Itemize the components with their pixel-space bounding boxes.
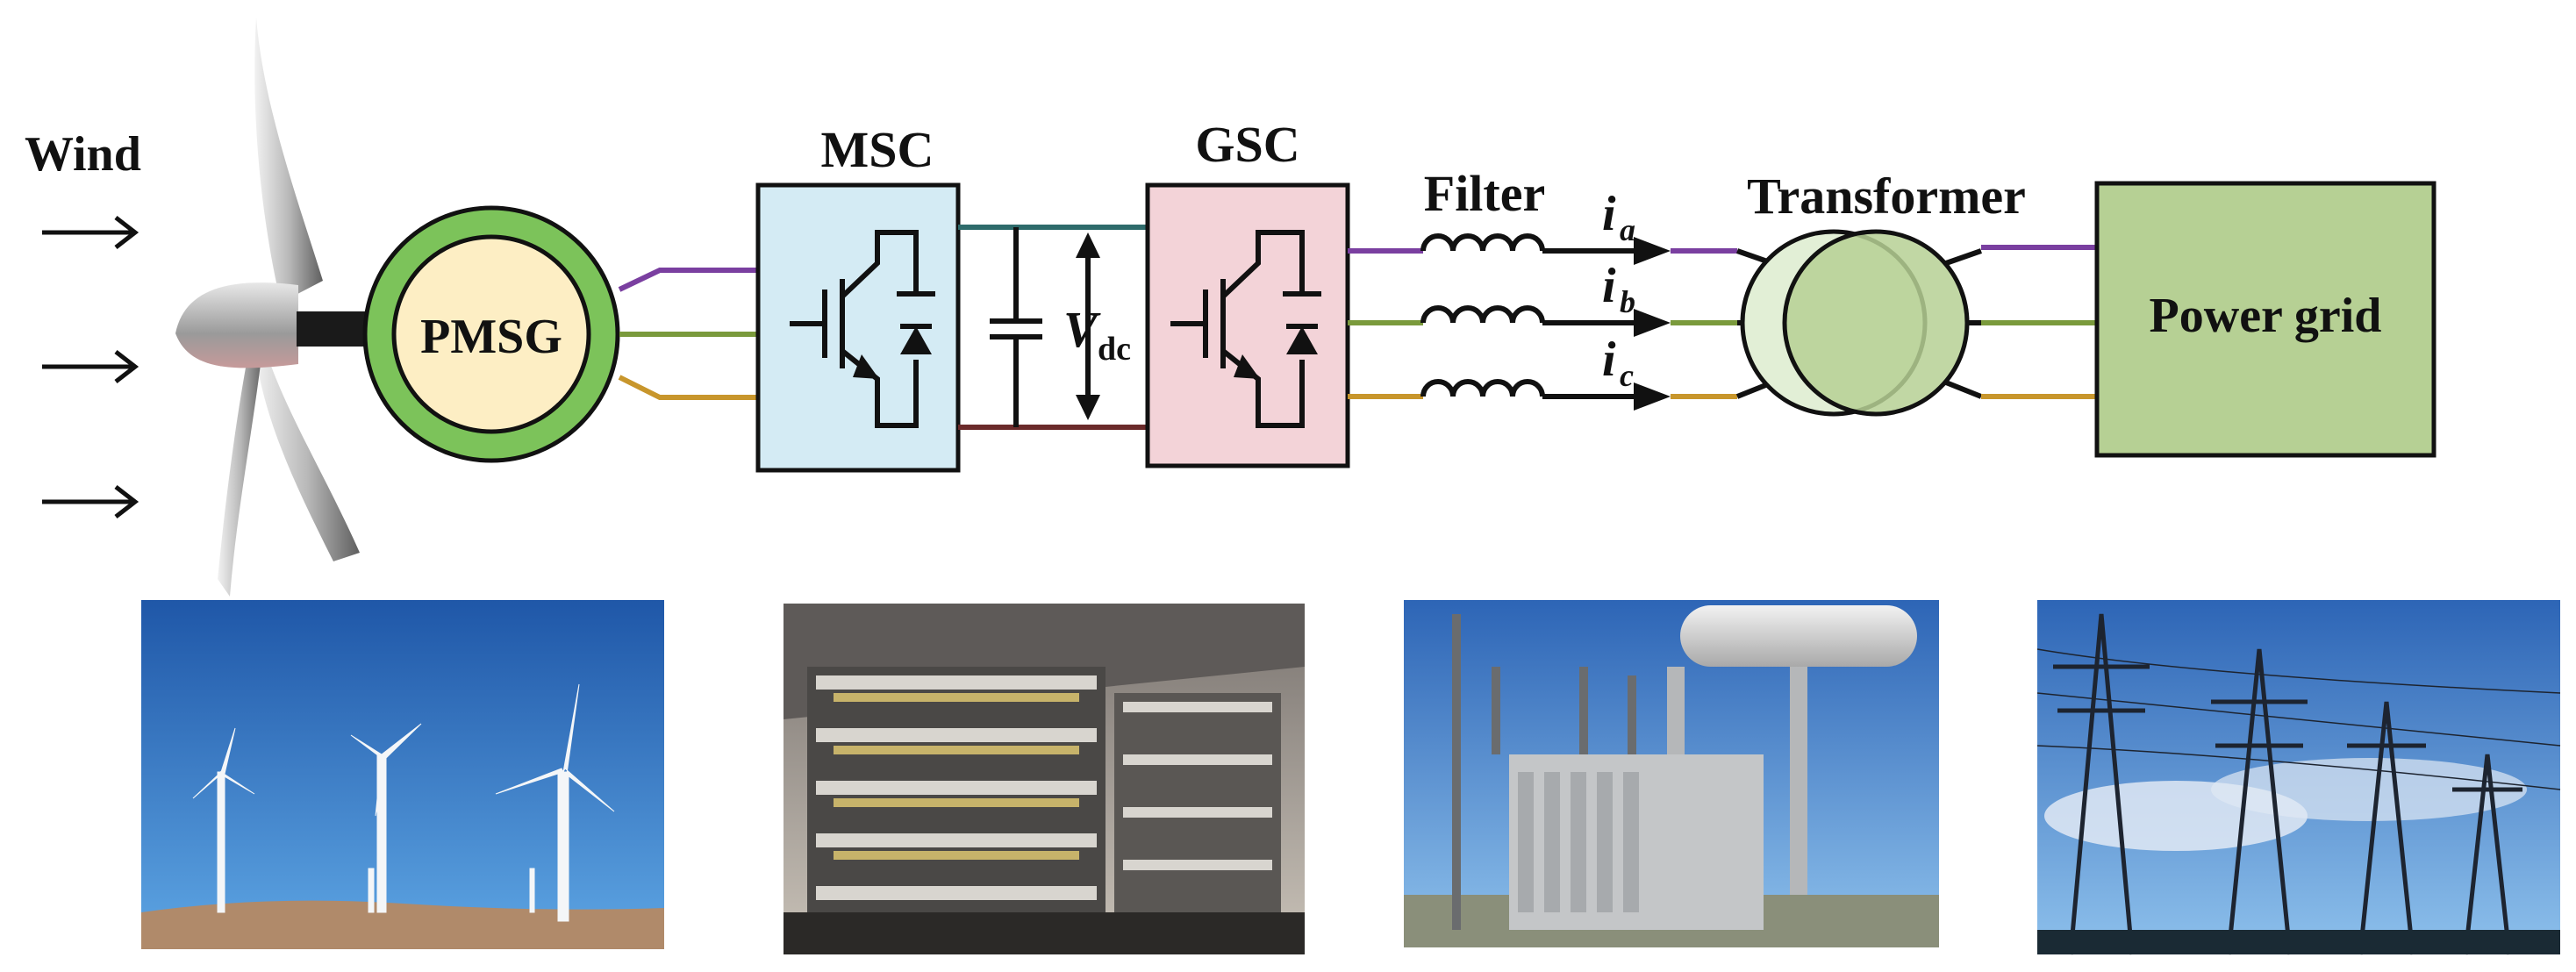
gsc-converter	[1145, 182, 1350, 468]
current-labels: i a i b i c	[1602, 187, 1635, 393]
ib-label: i	[1602, 259, 1616, 313]
ic-label: i	[1602, 332, 1616, 387]
transformer-symbol	[1735, 229, 1983, 417]
filter-inductors	[1348, 233, 1737, 411]
msc-converter	[755, 182, 961, 473]
ia-label: i	[1602, 187, 1616, 241]
vdc-subscript: dc	[1098, 331, 1131, 368]
wind-arrow-icon	[42, 216, 140, 518]
transmission-tower-photo	[2036, 600, 2561, 955]
filter-label: Filter	[1424, 165, 1545, 222]
pmsg-label: PMSG	[420, 310, 562, 364]
wind-label: Wind	[25, 127, 141, 182]
transformer-to-grid-lines	[1981, 245, 2097, 399]
pmsg-to-msc-lines	[618, 268, 758, 400]
converter-photo	[784, 604, 1305, 954]
wind-farm-photo	[141, 600, 664, 949]
transformer-photo	[1404, 600, 1939, 947]
pmsg-generator: PMSG	[362, 205, 620, 463]
ib-subscript: b	[1620, 284, 1635, 319]
gsc-label: GSC	[1195, 116, 1299, 173]
transformer-label: Transformer	[1747, 168, 2026, 225]
dc-link	[958, 225, 1148, 430]
vdc-label: V	[1063, 301, 1101, 358]
power-grid-label: Power grid	[2150, 289, 2382, 343]
ia-subscript: a	[1620, 212, 1635, 247]
power-grid-block: Power grid	[2094, 181, 2436, 458]
turbine-shaft	[297, 311, 365, 347]
turbine-rotor-icon	[175, 18, 365, 597]
ic-subscript: c	[1620, 358, 1634, 393]
msc-label: MSC	[821, 121, 934, 178]
